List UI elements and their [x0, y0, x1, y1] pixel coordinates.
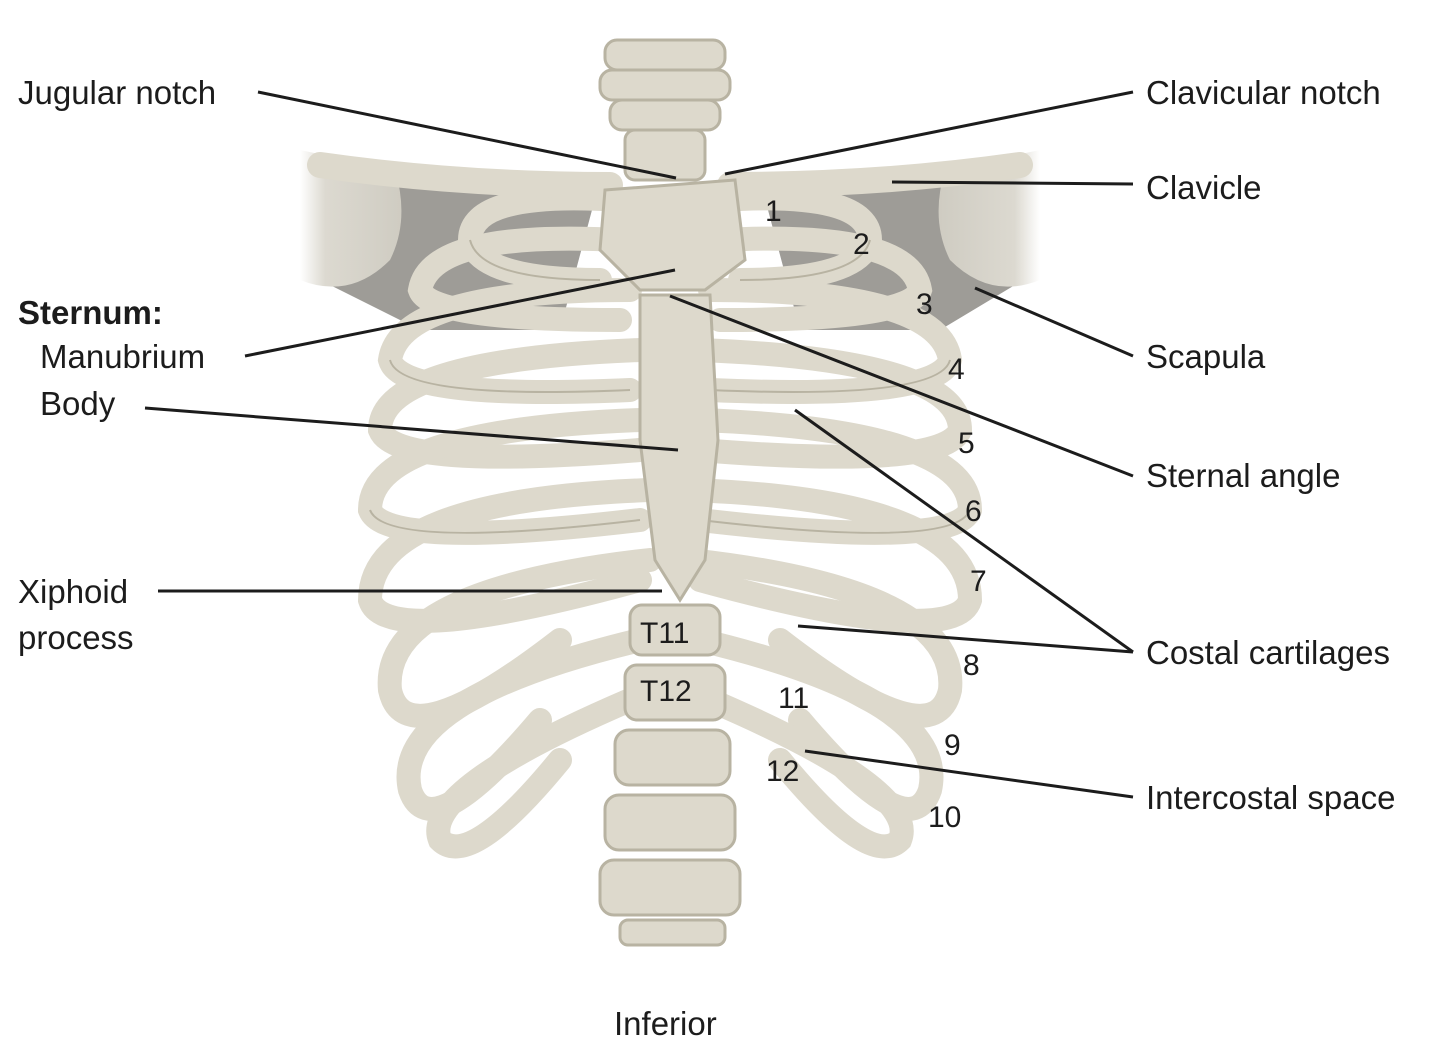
rib-number-12: 12: [766, 755, 800, 788]
label-intercostal-space: Intercostal space: [1146, 779, 1396, 816]
label-clavicular-notch: Clavicular notch: [1146, 74, 1381, 111]
leader-costal-2: [797, 624, 1134, 654]
rib-number-1: 1: [765, 195, 782, 228]
sternum-body: [638, 293, 720, 603]
label-costal-cartilages: Costal cartilages: [1146, 634, 1390, 671]
label-inferior: Inferior: [614, 1005, 717, 1042]
rib-number-6: 6: [965, 495, 982, 528]
rib-number-7: 7: [970, 565, 987, 598]
rib-number-2: 2: [853, 228, 870, 261]
leader-sternal-angle: [669, 294, 1134, 478]
label-body: Body: [40, 385, 116, 422]
label-xiphoid-line1: Xiphoid: [18, 573, 129, 610]
left-ribs: [357, 186, 662, 859]
label-sternal-angle: Sternal angle: [1146, 457, 1341, 494]
rib-number-8: 8: [963, 649, 980, 682]
rib-number-4: 4: [948, 353, 965, 386]
rib-outlines: [369, 239, 971, 534]
leader-lines: [144, 90, 1134, 799]
label-clavicle: Clavicle: [1146, 169, 1262, 206]
lower-spine: [598, 603, 742, 947]
cervical-spine: [598, 38, 732, 182]
label-sternum: Sternum:: [18, 294, 163, 331]
leader-clavicular-notch: [724, 90, 1134, 176]
rib-number-5: 5: [958, 427, 975, 460]
leader-clavicle: [891, 180, 1134, 186]
vertebra-label-t12: T12: [640, 675, 692, 708]
sternum: [598, 178, 747, 603]
leader-manubrium: [244, 268, 676, 358]
leader-body: [144, 406, 679, 452]
rib-number-10: 10: [928, 801, 962, 834]
leader-costal-1: [794, 408, 1134, 654]
manubrium: [598, 178, 747, 292]
label-scapula: Scapula: [1146, 338, 1266, 375]
leader-intercostal: [804, 749, 1134, 799]
clavicles: [307, 152, 1033, 198]
label-jugular-notch: Jugular notch: [18, 74, 217, 111]
leader-scapula: [974, 286, 1134, 358]
rib-number-3: 3: [916, 288, 933, 321]
rib-number-11: 11: [778, 682, 810, 715]
vertebra-label-t11: T11: [640, 617, 690, 650]
right-ribs: [678, 186, 983, 859]
label-xiphoid-line2: process: [18, 619, 134, 656]
leader-jugular-notch: [257, 90, 677, 180]
rib-number-9: 9: [944, 729, 961, 762]
label-manubrium: Manubrium: [40, 338, 206, 375]
